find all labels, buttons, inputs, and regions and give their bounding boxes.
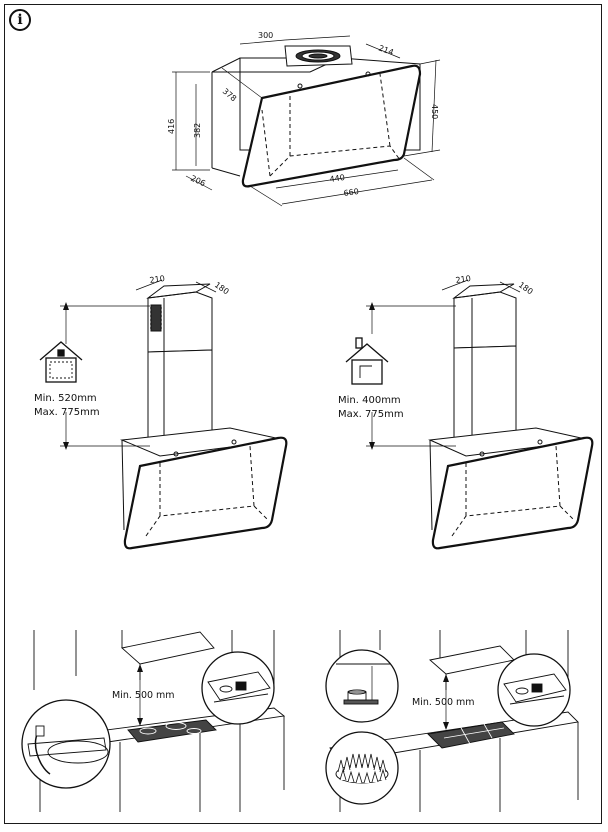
dim-450: 450 <box>430 104 439 119</box>
dim-440: 440 <box>329 173 345 184</box>
dim-378: 378 <box>221 87 238 104</box>
dim-180-left: 180 <box>213 280 231 296</box>
dim-214: 214 <box>377 43 394 57</box>
dim-416: 416 <box>167 119 176 134</box>
left-max-label: Max. 775mm <box>34 407 100 418</box>
left-min-label: Min. 520mm <box>34 393 97 404</box>
hood-dimension-drawing: 300 214 378 416 382 450 206 440 660 <box>167 31 441 207</box>
kitchen-scene-left <box>21 630 286 812</box>
house-recirculation-icon <box>39 341 83 383</box>
dim-660: 660 <box>343 187 359 198</box>
house-extraction-icon <box>345 337 389 385</box>
dim-382: 382 <box>193 123 202 138</box>
info-icon: i <box>9 9 31 31</box>
right-max-label: Max. 775mm <box>338 409 404 420</box>
hood-chimney-left: 210 180 <box>39 274 288 550</box>
kitchen-scene-right <box>325 630 579 812</box>
bottom-left-clearance-label: Min. 500 mm <box>112 690 175 701</box>
bottom-right-clearance-label: Min. 500 mm <box>412 697 475 708</box>
dim-210-left: 210 <box>149 274 165 285</box>
right-min-label: Min. 400mm <box>338 395 401 406</box>
page-frame <box>4 4 602 824</box>
info-letter: i <box>17 12 23 28</box>
dim-180-right: 180 <box>517 280 535 296</box>
dim-210-right: 210 <box>455 274 471 285</box>
hood-chimney-right: 210 180 <box>345 274 594 550</box>
dim-300: 300 <box>258 31 273 40</box>
